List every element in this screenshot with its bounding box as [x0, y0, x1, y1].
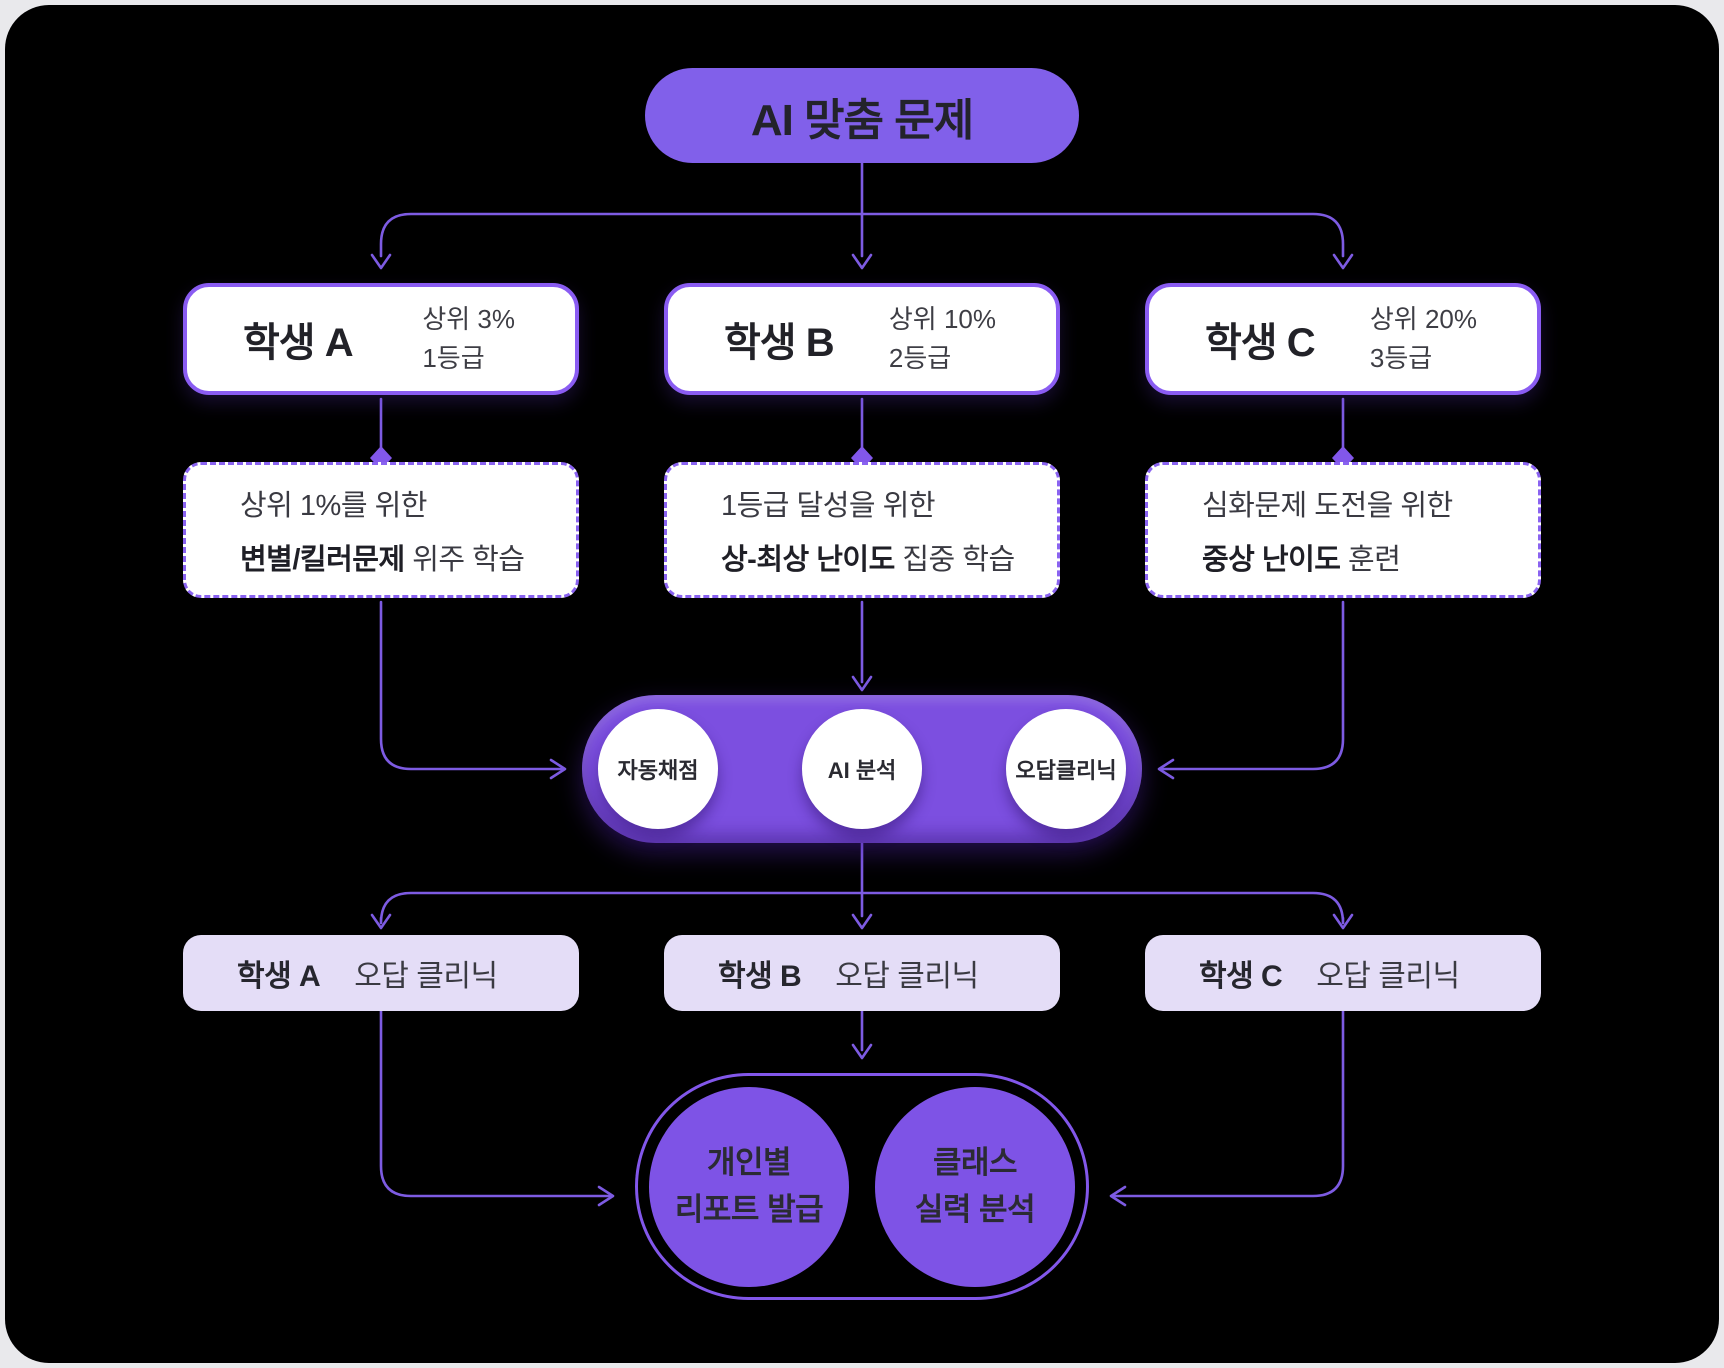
student-b-box: 학생 B 상위 10% 2등급: [664, 283, 1060, 395]
student-b-percentile: 상위 10%: [888, 304, 996, 334]
student-b-grade: 2등급: [888, 343, 952, 373]
strategy-c-line2: 중상 난이도 훈련: [1202, 536, 1538, 578]
root-node-ai-custom-problems: AI 맞춤 문제: [645, 68, 1079, 163]
result-class-analysis: 클래스 실력 분석: [875, 1086, 1075, 1287]
strategy-a-box: 상위 1%를 위한 변별/킬러문제 위주 학습: [183, 462, 579, 598]
process-step-label: AI 분석: [827, 758, 897, 783]
clinic-b-label: 오답 클리닉: [835, 960, 979, 993]
strategy-a-bold: 변별/킬러문제: [240, 544, 405, 576]
student-c-name: 학생 C: [1205, 321, 1316, 365]
clinic-a-box: 학생 A 오답 클리닉: [183, 935, 579, 1011]
strategy-c-bold: 중상 난이도: [1202, 544, 1341, 576]
student-a-grade: 1등급: [422, 343, 485, 373]
student-a-meta: 상위 3% 1등급: [422, 300, 515, 378]
result-individual-report: 개인별 리포트 발급: [649, 1086, 849, 1287]
student-a-percentile: 상위 3%: [422, 304, 515, 334]
clinic-a-label: 오답 클리닉: [354, 960, 498, 993]
strategy-c-line1: 심화문제 도전을 위한: [1202, 490, 1453, 522]
result-line: 리포트 발급: [674, 1191, 824, 1227]
clinic-b-box: 학생 B 오답 클리닉: [664, 935, 1060, 1011]
process-step-wrong-answer-clinic: 오답클리닉: [1006, 709, 1126, 829]
process-step-label: 자동채점: [617, 758, 699, 783]
process-step-ai-analysis: AI 분석: [802, 709, 922, 829]
root-node-label: AI 맞춤 문제: [750, 95, 974, 145]
student-c-meta: 상위 20% 3등급: [1370, 300, 1477, 378]
student-c-percentile: 상위 20%: [1369, 304, 1477, 334]
student-c-grade: 3등급: [1369, 343, 1433, 373]
student-b-meta: 상위 10% 2등급: [889, 300, 996, 378]
result-pill: 개인별 리포트 발급 클래스 실력 분석: [635, 1073, 1089, 1300]
result-line: 클래스: [932, 1145, 1018, 1180]
clinic-b-name: 학생 B: [718, 960, 802, 993]
result-line: 개인별: [706, 1145, 792, 1180]
process-step-label: 오답클리닉: [1015, 758, 1117, 783]
strategy-a-line1: 상위 1%를 위한: [240, 490, 427, 522]
student-c-box: 학생 C 상위 20% 3등급: [1145, 283, 1541, 395]
clinic-a-name: 학생 A: [237, 960, 321, 993]
clinic-c-label: 오답 클리닉: [1316, 960, 1460, 993]
student-a-box: 학생 A 상위 3% 1등급: [183, 283, 579, 395]
strategy-b-bold: 상-최상 난이도: [721, 544, 895, 576]
result-line: 실력 분석: [914, 1191, 1036, 1227]
strategy-b-box: 1등급 달성을 위한 상-최상 난이도 집중 학습: [664, 462, 1060, 598]
clinic-c-box: 학생 C 오답 클리닉: [1145, 935, 1541, 1011]
strategy-b-line1: 1등급 달성을 위한: [721, 490, 936, 522]
process-step-auto-grading: 자동채점: [598, 709, 718, 829]
process-bar: 자동채점 AI 분석 오답클리닉: [582, 695, 1142, 843]
strategy-b-line2: 상-최상 난이도 집중 학습: [721, 536, 1057, 578]
clinic-c-name: 학생 C: [1199, 960, 1283, 993]
strategy-b-tail: 집중 학습: [902, 544, 1015, 576]
strategy-c-tail: 훈련: [1348, 544, 1401, 576]
student-a-name: 학생 A: [243, 321, 354, 365]
strategy-c-box: 심화문제 도전을 위한 중상 난이도 훈련: [1145, 462, 1541, 598]
strategy-a-line2: 변별/킬러문제 위주 학습: [240, 536, 576, 578]
student-b-name: 학생 B: [724, 321, 835, 365]
strategy-a-tail: 위주 학습: [412, 544, 525, 576]
